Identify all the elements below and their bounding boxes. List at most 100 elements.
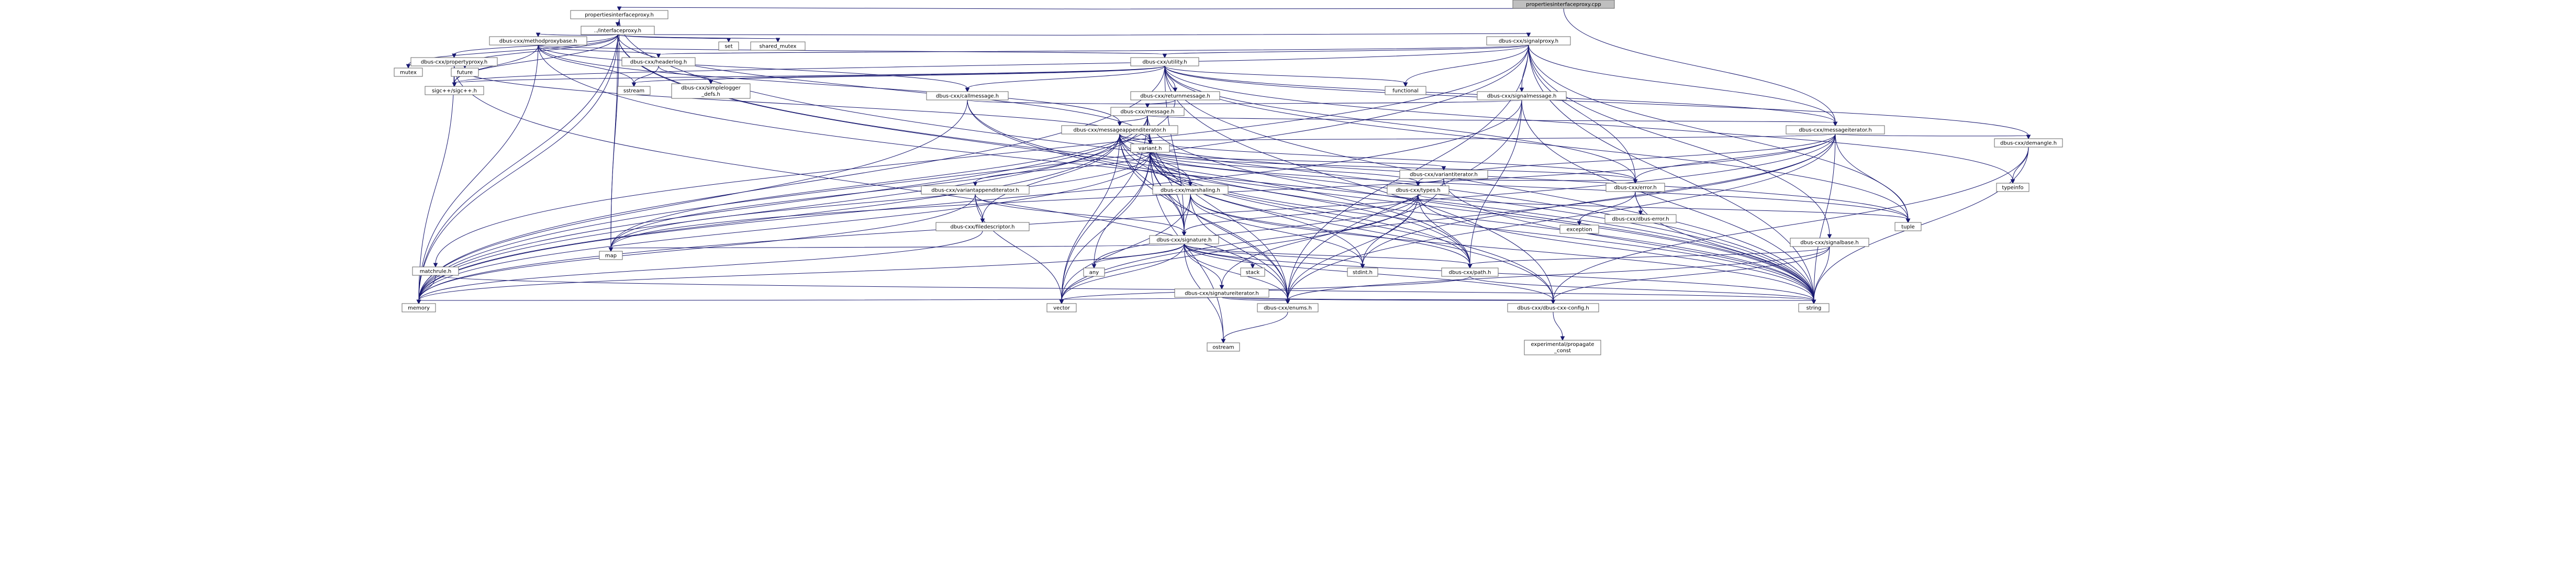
dependency-edge	[973, 152, 1151, 187]
node-box	[412, 266, 459, 276]
node-label: sstream	[623, 88, 644, 94]
dependency-edge	[538, 44, 1122, 127]
dependency-edge	[1145, 99, 1522, 108]
node-map: map	[599, 251, 623, 260]
node-string: string	[1798, 303, 1830, 312]
node-returnmessage[interactable]: dbus-cxx/returnmessage.h	[1130, 91, 1220, 100]
node-label: dbus-cxx/messageiterator.h	[1799, 128, 1871, 133]
node-exception: exception	[1559, 225, 1599, 234]
dependency-edge	[1835, 133, 1911, 223]
node-box	[671, 83, 751, 99]
node-label: ../interfaceproxy.h	[594, 28, 641, 34]
node-config[interactable]: dbus-cxx/dbus-cxx-config.h	[1507, 303, 1599, 312]
node-enums[interactable]: dbus-cxx/enums.h	[1257, 303, 1319, 312]
dependency-edge	[536, 32, 618, 38]
node-variantiter[interactable]: dbus-cxx/variantiterator.h	[1399, 170, 1488, 179]
node-signature[interactable]: dbus-cxx/signature.h	[1149, 235, 1219, 244]
dependency-edge	[608, 243, 1185, 252]
dependency-edge	[617, 34, 780, 43]
node-mutex: mutex	[394, 68, 423, 77]
node-box	[1385, 86, 1426, 95]
dependency-edge	[1285, 133, 1836, 305]
node-signalbase[interactable]: dbus-cxx/signalbase.h	[1790, 238, 1869, 247]
node-label: dbus-cxx/callmessage.h	[936, 94, 999, 99]
node-matchrule[interactable]: matchrule.h	[412, 266, 459, 276]
node-variant[interactable]: variant.h	[1130, 143, 1170, 153]
node-label: typeinfo	[2002, 185, 2023, 191]
dependency-edge	[416, 297, 1222, 305]
node-label: dbus-cxx/methodproxybase.h	[499, 39, 577, 44]
node-box	[1798, 303, 1830, 312]
node-box	[1174, 288, 1269, 298]
dependency-edge	[617, 34, 1473, 269]
node-tuple: tuple	[1894, 222, 1922, 231]
node-label: matchrule.h	[420, 269, 452, 275]
node-box	[935, 222, 1030, 231]
node-interfaceproxy[interactable]: ../interfaceproxy.h	[581, 26, 655, 35]
node-propertyproxy[interactable]: dbus-cxx/propertyproxy.h	[410, 57, 498, 66]
dependency-edge	[1467, 99, 1522, 269]
node-signalmessage[interactable]: dbus-cxx/signalmessage.h	[1477, 91, 1567, 100]
node-callmessage[interactable]: dbus-cxx/callmessage.h	[926, 91, 1009, 100]
node-box	[1477, 91, 1567, 100]
node-path[interactable]: dbus-cxx/path.h	[1441, 267, 1499, 277]
node-label: dbus-cxx/message.h	[1120, 109, 1174, 115]
dependency-edge	[1184, 243, 1365, 269]
node-label: any	[1089, 270, 1099, 276]
dependency-edge	[708, 65, 1165, 85]
node-types[interactable]: dbus-cxx/types.h	[1387, 185, 1449, 195]
node-label: functional	[1392, 88, 1419, 94]
dependency-edge	[1150, 152, 1556, 305]
node-varappenditer[interactable]: dbus-cxx/variantappenditerator.h	[921, 185, 1030, 195]
node-box	[1387, 185, 1449, 195]
dependency-edge	[1150, 152, 1365, 269]
dependency-edge	[1145, 99, 1176, 108]
node-message[interactable]: dbus-cxx/message.h	[1110, 107, 1185, 116]
dependency-edge	[1633, 133, 1836, 184]
dependency-edge	[967, 99, 1150, 108]
node-pip_h[interactable]: propertiesinterfaceproxy.h	[570, 10, 668, 19]
dependency-edge	[1162, 44, 1529, 59]
dependency-edge	[608, 133, 1120, 252]
node-msgappenditer[interactable]: dbus-cxx/messageappenditerator.h	[1061, 125, 1178, 135]
node-demangle[interactable]: dbus-cxx/demangle.h	[1994, 138, 2063, 148]
dependency-edge	[975, 194, 985, 223]
dependency-edge	[454, 65, 1290, 305]
node-box	[1046, 303, 1077, 312]
node-typeinfo: typeinfo	[1996, 183, 2029, 192]
node-label: dbus-cxx/propertyproxy.h	[421, 60, 487, 65]
node-msgiter[interactable]: dbus-cxx/messageiterator.h	[1786, 125, 1885, 135]
node-marshaling[interactable]: dbus-cxx/marshaling.h	[1152, 185, 1229, 195]
node-sigc: sigc++/sigc++.h	[425, 86, 484, 95]
dependency-edge	[416, 34, 618, 305]
dependency-edge	[1443, 178, 1638, 184]
node-box	[1130, 143, 1170, 153]
node-root[interactable]: propertiesinterfaceproxy.cpp	[1512, 0, 1615, 9]
dependency-edge	[1415, 178, 1444, 187]
node-box	[1061, 125, 1178, 135]
node-error[interactable]: dbus-cxx/error.h	[1605, 183, 1665, 192]
node-headerlog[interactable]: dbus-cxx/headerlog.h	[621, 57, 696, 66]
node-label: _const	[1554, 348, 1571, 354]
node-filedescriptor[interactable]: dbus-cxx/filedescriptor.h	[935, 222, 1030, 231]
dependency-edge	[1059, 194, 1419, 305]
node-box	[1257, 303, 1319, 312]
dependency-edge	[416, 115, 1148, 305]
node-vector: vector	[1046, 303, 1077, 312]
node-label: variant.h	[1139, 146, 1162, 152]
node-box	[581, 26, 655, 35]
node-methodproxybase[interactable]: dbus-cxx/methodproxybase.h	[489, 36, 587, 46]
node-box	[1605, 183, 1665, 192]
node-label: sigc++/sigc++.h	[432, 88, 477, 94]
node-label: dbus-cxx/types.h	[1396, 188, 1441, 194]
node-sigiter[interactable]: dbus-cxx/signatureiterator.h	[1174, 288, 1269, 298]
dependency-edge	[1521, 99, 1816, 305]
node-simplelogger[interactable]: dbus-cxx/simplelogger_defs.h	[671, 83, 751, 99]
dependency-edge	[1164, 65, 1911, 223]
node-label: stdint.h	[1353, 270, 1373, 276]
node-signalproxy[interactable]: dbus-cxx/signalproxy.h	[1486, 36, 1571, 46]
node-utility[interactable]: dbus-cxx/utility.h	[1130, 57, 1199, 66]
node-dbuserror[interactable]: dbus-cxx/dbus-error.h	[1604, 214, 1677, 223]
dependency-edge	[617, 32, 1531, 38]
